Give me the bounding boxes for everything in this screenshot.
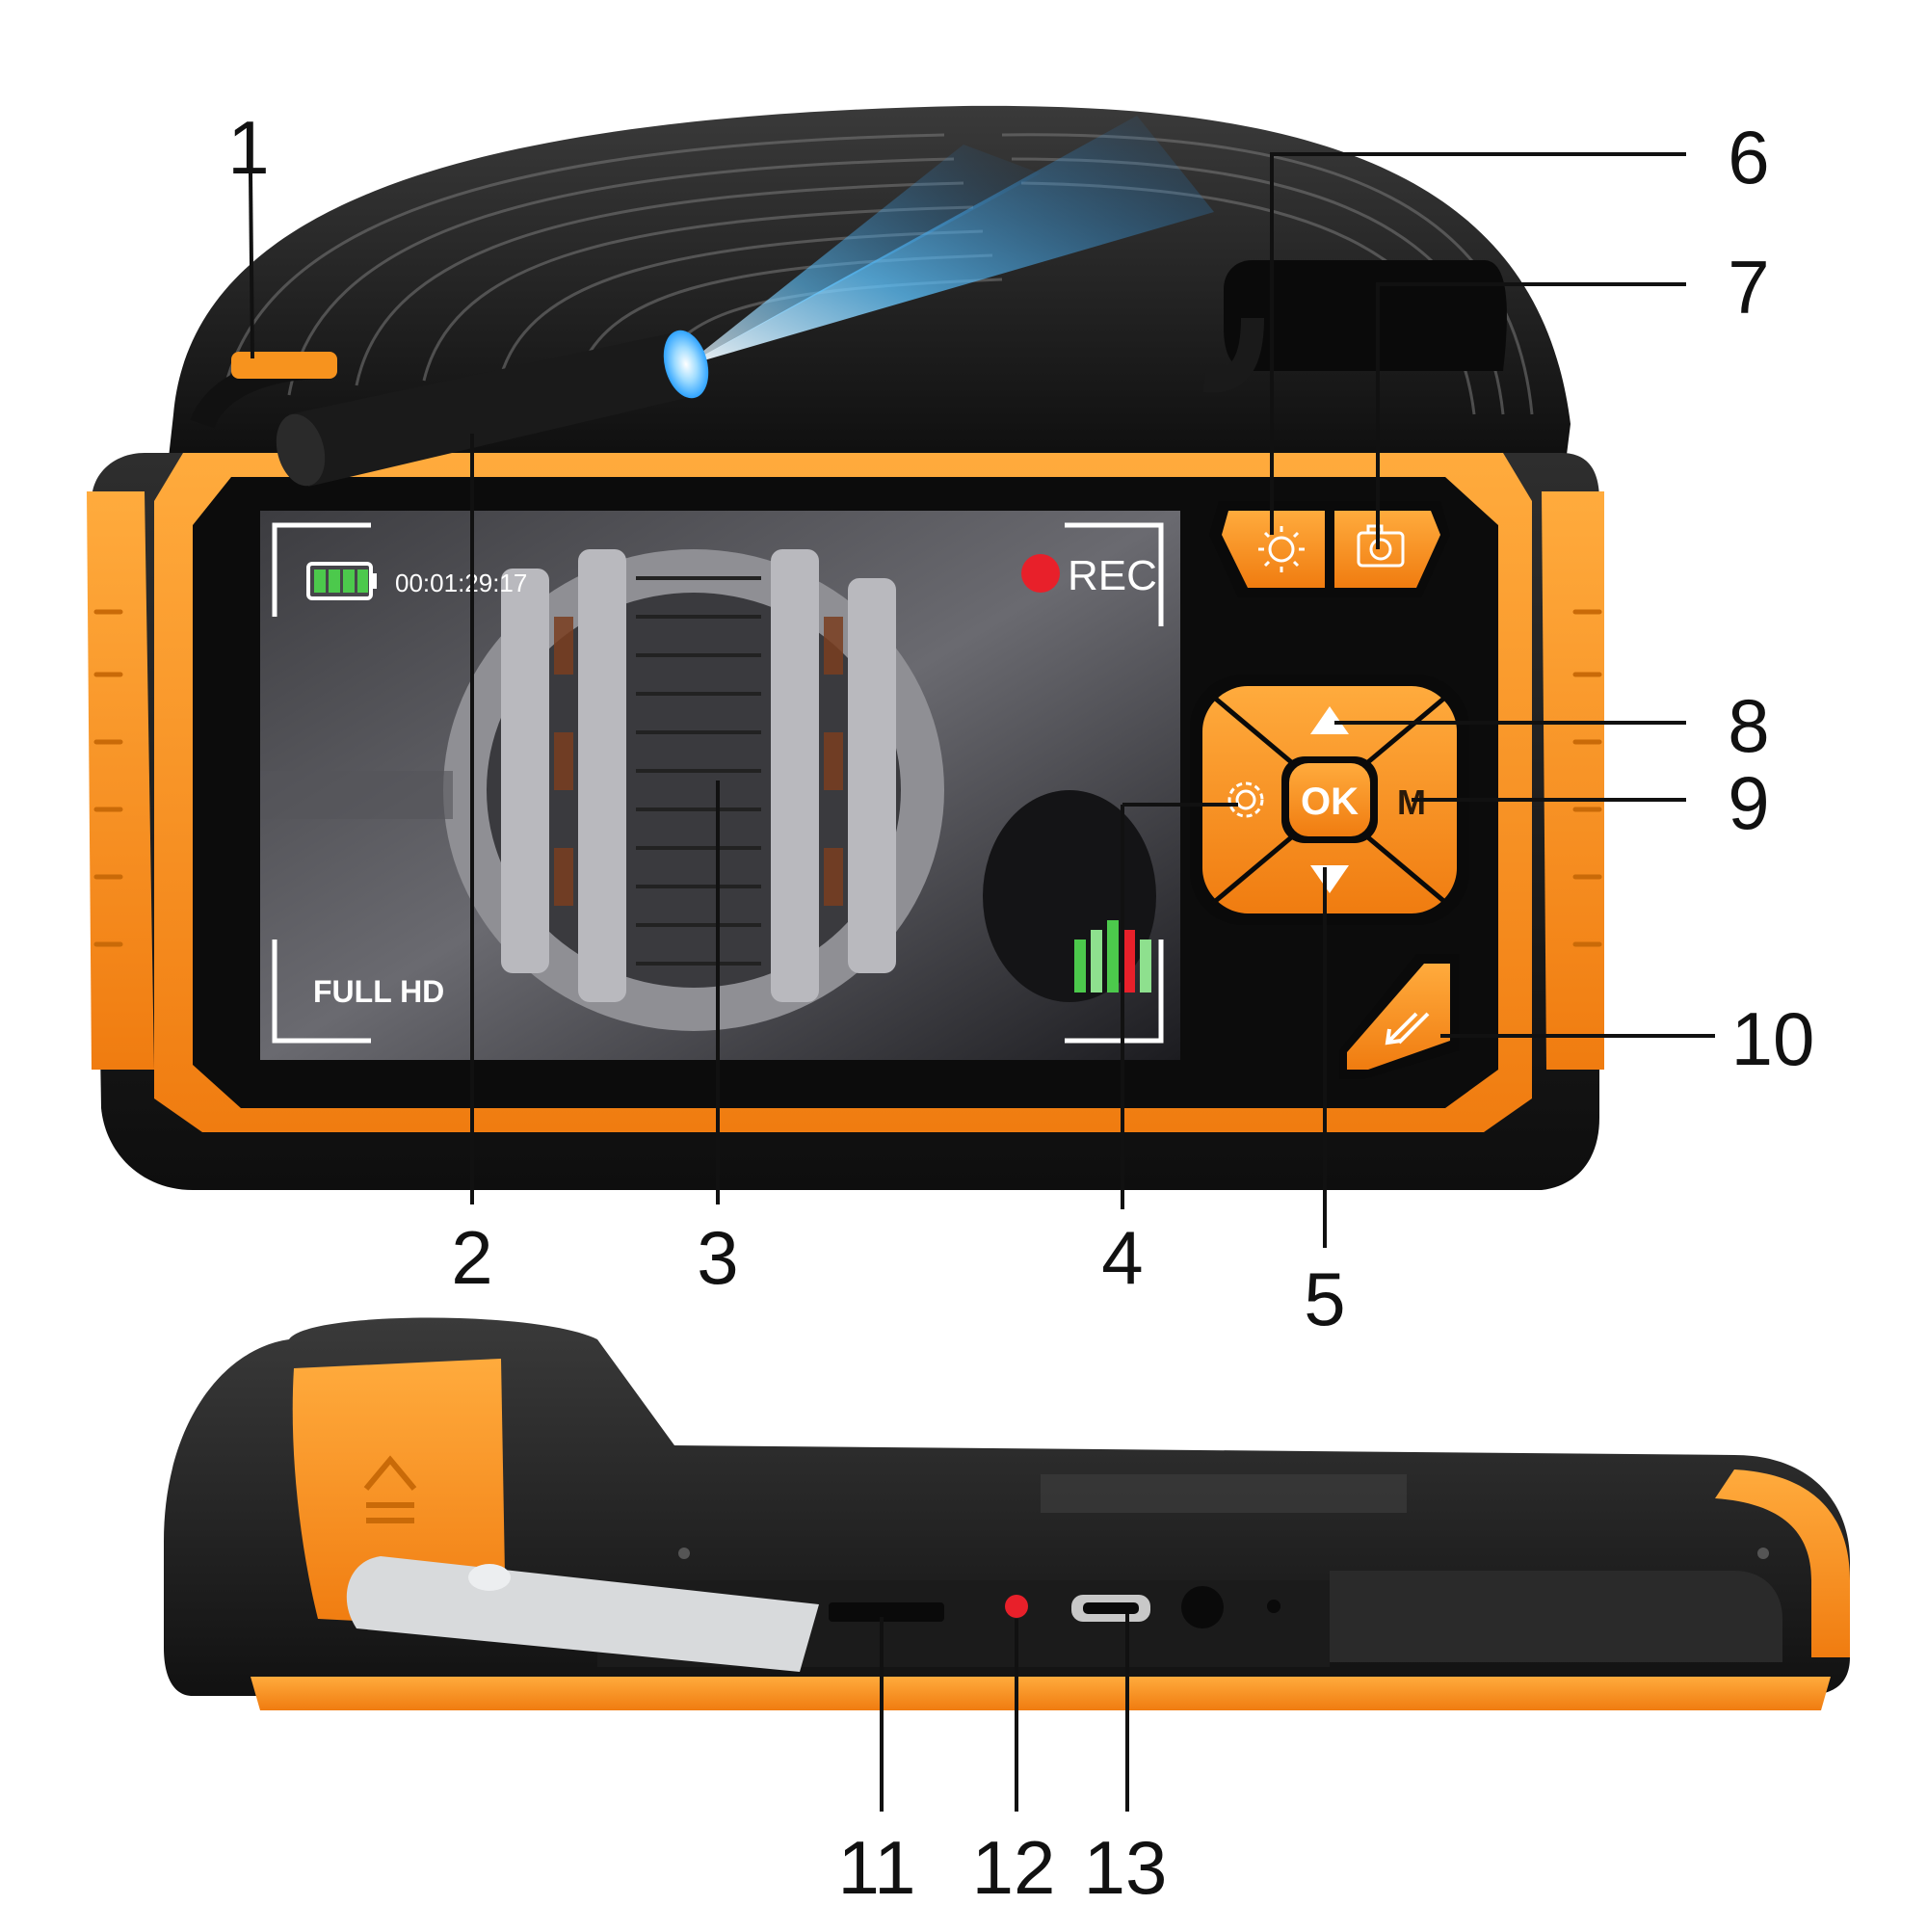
menu-label: M: [1397, 782, 1426, 822]
menu-button[interactable]: M: [1397, 782, 1426, 822]
brightness-button[interactable]: [1222, 511, 1325, 588]
sun-icon: [1258, 526, 1305, 572]
down-button[interactable]: [1310, 865, 1349, 893]
settings-button[interactable]: [1227, 781, 1264, 818]
led-light-beam: [684, 116, 1214, 366]
callout-1: 1: [227, 105, 269, 190]
callout-3: 3: [697, 1215, 738, 1300]
capture-button[interactable]: [1334, 511, 1440, 588]
callout-10: 10: [1731, 996, 1815, 1081]
ok-button[interactable]: OK: [1281, 756, 1378, 843]
usb-port[interactable]: [1071, 1595, 1150, 1622]
top-buttons: [1209, 501, 1450, 597]
callout-5: 5: [1304, 1257, 1345, 1341]
sd-card-slot[interactable]: [829, 1602, 944, 1622]
callout-8: 8: [1728, 683, 1769, 768]
recording-time: 00:01:29:17: [395, 569, 527, 597]
callout-2: 2: [451, 1215, 492, 1300]
audio-jack[interactable]: [1181, 1586, 1224, 1628]
camera-probe: [190, 260, 1507, 487]
arrow-up-icon: [1310, 706, 1349, 734]
reset-hole[interactable]: [1267, 1600, 1280, 1613]
callout-9: 9: [1728, 760, 1769, 845]
rec-indicator: REC: [1068, 552, 1157, 599]
led-head-icon: [663, 330, 709, 399]
resolution-label: FULL HD: [313, 974, 444, 1009]
rec-dot-icon: [1021, 554, 1060, 593]
exit-button[interactable]: [1339, 954, 1460, 1079]
status-led-icon: [1005, 1595, 1028, 1618]
callout-4: 4: [1101, 1215, 1143, 1300]
callout-6: 6: [1728, 115, 1769, 199]
gear-icon: [1227, 781, 1264, 818]
camera-icon: [1357, 524, 1405, 568]
leader-lines: [249, 152, 1715, 1812]
callout-13: 13: [1084, 1825, 1168, 1910]
device-side-view: [164, 1317, 1850, 1710]
callout-12: 12: [972, 1825, 1056, 1910]
dpad: M OK: [1190, 675, 1469, 925]
battery-icon: [306, 562, 377, 600]
ok-label: OK: [1301, 781, 1359, 823]
callout-7: 7: [1728, 245, 1769, 330]
display-screen: 00:01:29:17 REC FULL HD: [260, 511, 1180, 1060]
callout-11: 11: [838, 1825, 916, 1910]
callouts: 1 2 3 4 5 6 7 8 9 10 11 12 13: [227, 105, 1814, 1910]
port-cover[interactable]: [346, 1556, 819, 1672]
signal-bars-icon: [1074, 920, 1151, 992]
arrow-down-icon: [1310, 865, 1349, 893]
up-button[interactable]: [1310, 706, 1349, 734]
back-icon: [1385, 1012, 1430, 1045]
